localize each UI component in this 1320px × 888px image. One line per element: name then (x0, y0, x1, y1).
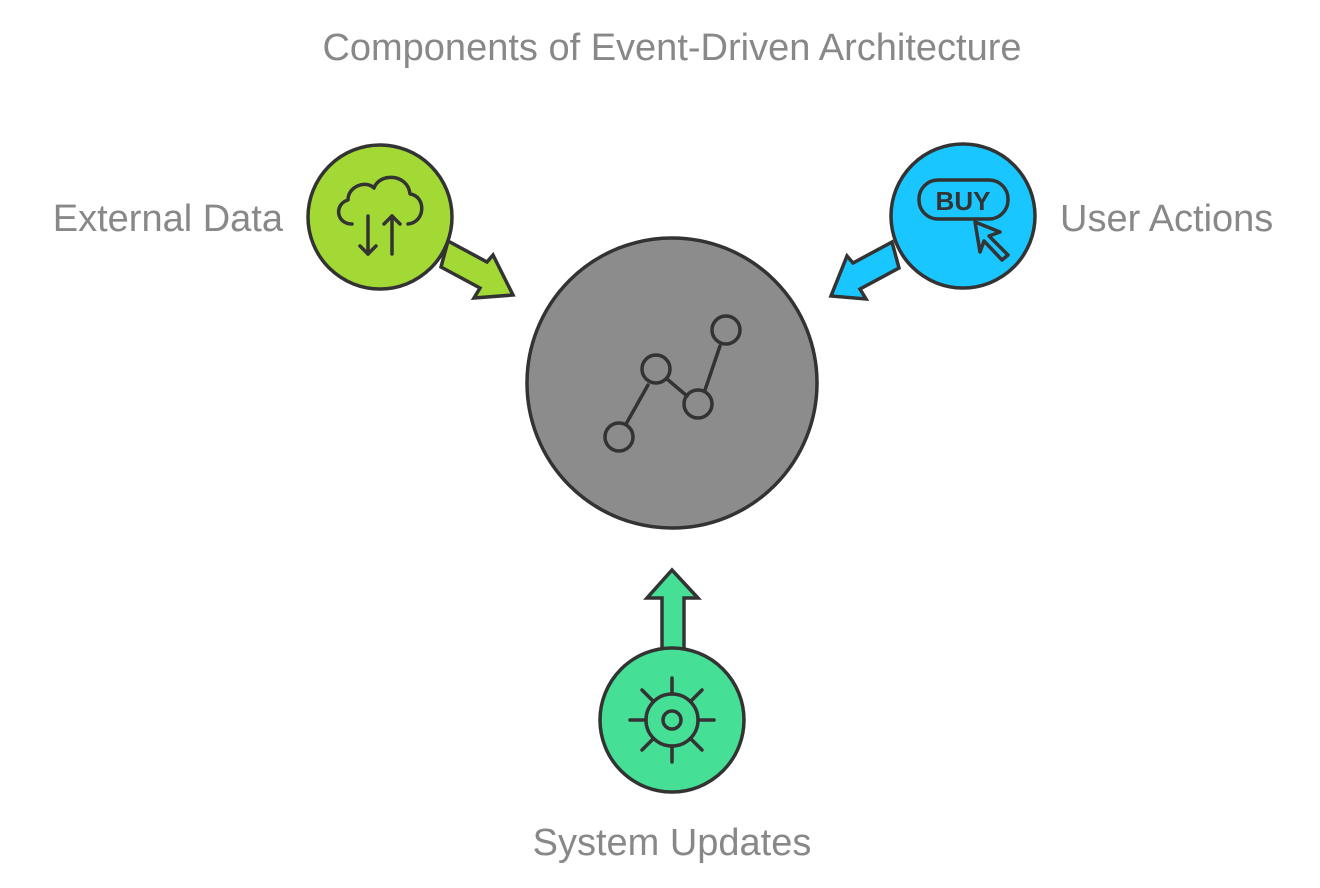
system-updates-label: System Updates (533, 822, 812, 864)
user-actions-circle (889, 142, 1037, 290)
cloud-sync-icon (337, 175, 424, 256)
buy-button-click-icon: BUY (917, 178, 1010, 262)
user-actions-label: User Actions (1060, 198, 1273, 240)
buy-button-text: BUY (936, 186, 991, 216)
external-data-label: External Data (53, 198, 284, 240)
external-data-circle (306, 143, 454, 291)
user-actions-node: BUY (828, 142, 1037, 302)
diagram-title: Components of Event-Driven Architecture (322, 27, 1021, 69)
system-updates-arrow (643, 567, 703, 656)
gear-icon (628, 676, 716, 764)
external-data-node (306, 143, 516, 301)
external-data-arrow (438, 238, 516, 301)
system-updates-node (598, 567, 746, 794)
user-actions-arrow (828, 239, 902, 302)
central-event-node (525, 236, 819, 530)
system-updates-circle (598, 646, 746, 794)
event-stream-icon (603, 314, 742, 453)
